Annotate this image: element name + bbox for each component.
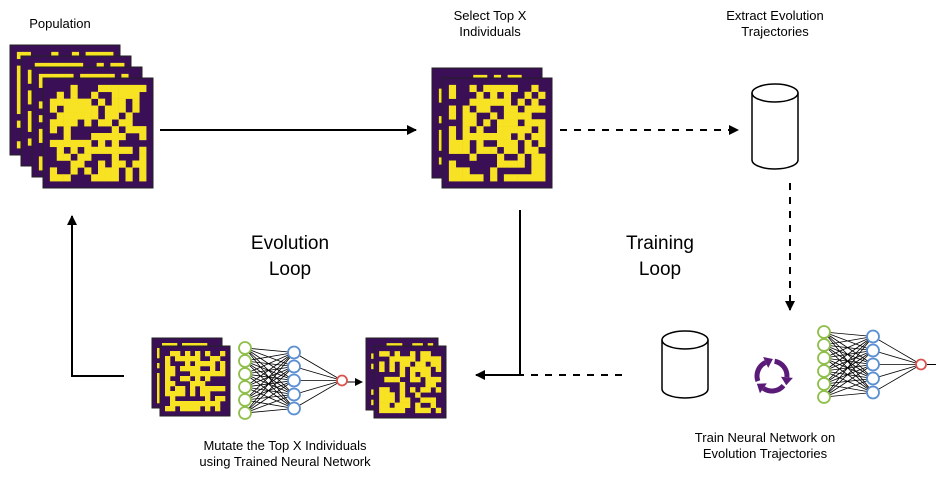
label-train-network: Train Neural Network on Evolution Trajec…	[694, 430, 836, 462]
cycle-arrows-icon	[754, 356, 793, 394]
database-icon	[661, 330, 709, 399]
database-icon	[751, 83, 799, 170]
grid-map-icon	[42, 77, 154, 189]
label-population: Population	[29, 16, 91, 31]
arrow-mutate-to-population	[67, 215, 124, 377]
label-training-loop: Training Loop	[626, 233, 694, 280]
label-extract-trajectories: Extract Evolution Trajectories	[726, 8, 824, 40]
population-grid-stack	[9, 44, 154, 189]
label-mutate: Mutate the Top X Individuals using Train…	[199, 438, 371, 470]
grid-map-icon	[441, 77, 553, 189]
grid-map-icon	[159, 345, 231, 417]
label-evolution-loop: Evolution Loop	[250, 233, 330, 280]
mutation-output-grid	[365, 337, 447, 419]
arrow-select-to-mutate	[475, 210, 521, 380]
neural-network-icon	[817, 325, 936, 404]
mutation-input-grid	[151, 337, 231, 417]
selected-individuals-grid	[431, 67, 553, 189]
grid-map-icon	[373, 345, 447, 419]
neural-network-icon	[238, 341, 348, 420]
label-select-top: Select Top X Individuals	[453, 8, 527, 40]
